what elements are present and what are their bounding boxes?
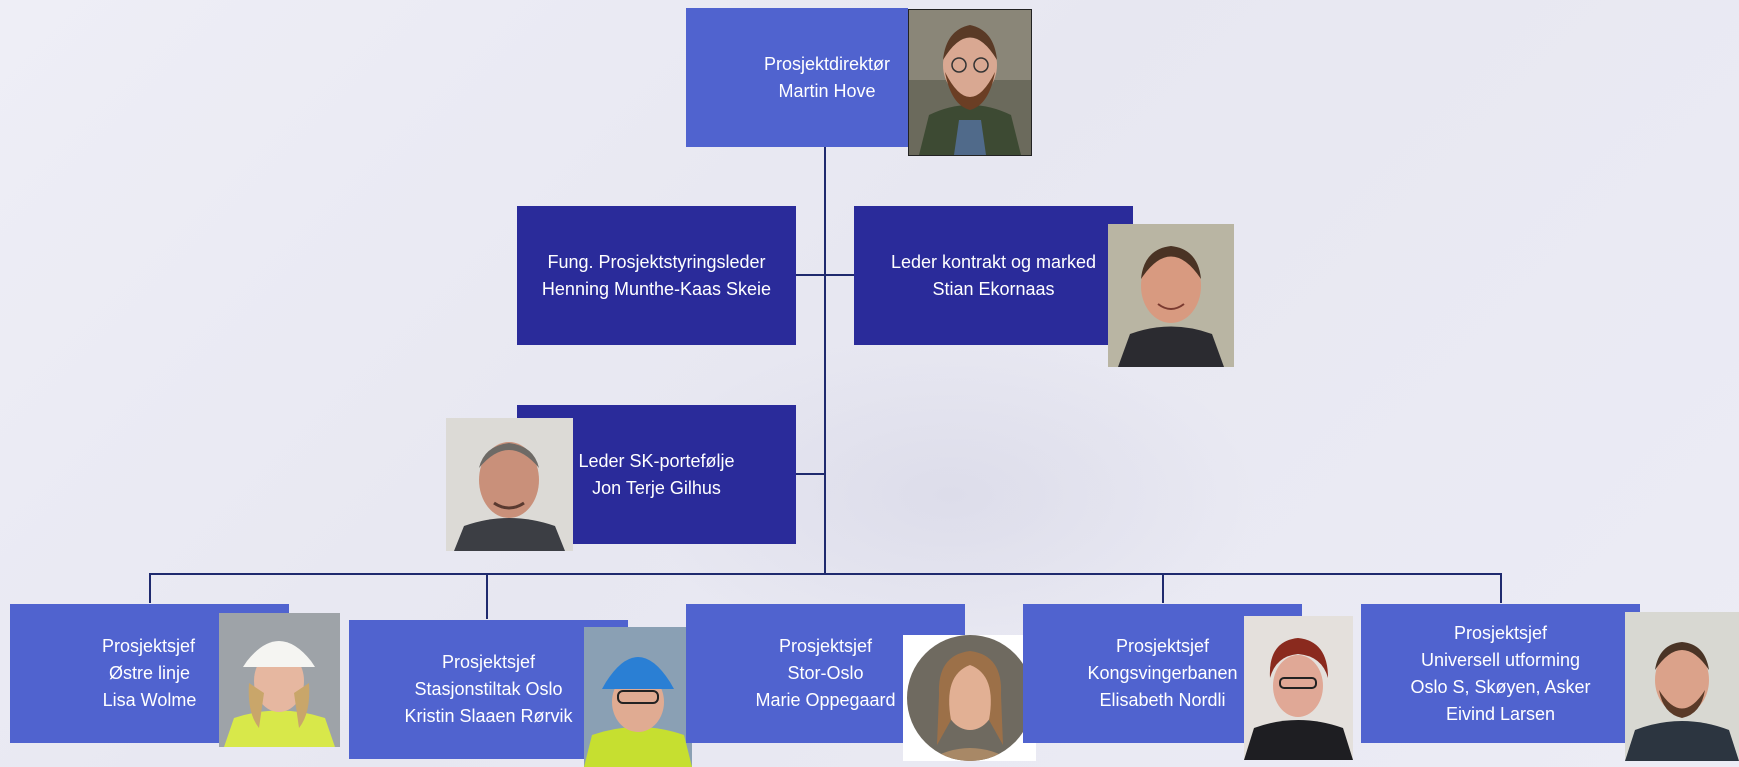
lead-name: Eivind Larsen [1445, 703, 1556, 724]
lead-ostre-linje-photo [219, 613, 340, 747]
staff-name: Jon Terje Gilhus [592, 477, 721, 498]
staff-contract-photo [1108, 224, 1234, 367]
lead-stor-oslo-photo [907, 635, 1033, 761]
lead-box-universell-utforming: Prosjektsjef Universell utforming Oslo S… [1361, 604, 1640, 743]
lead-project: Stasjonstiltak Oslo [414, 679, 563, 699]
staff-sk-photo [446, 418, 573, 551]
connector-drop-4 [1162, 573, 1164, 603]
connector-horizontal [149, 573, 1502, 575]
staff-box-project-control: Fung. Prosjektstyringsleder Henning Munt… [517, 206, 796, 345]
lead-project-locations: Oslo S, Skøyen, Asker [1410, 676, 1591, 697]
lead-title: Prosjektsjef [101, 636, 196, 656]
connector-sk [796, 473, 826, 475]
lead-title: Prosjektsjef [778, 636, 873, 656]
lead-stasjonstiltak-photo [584, 627, 692, 767]
staff-title: Leder SK-portefølje [578, 450, 735, 471]
staff-title: Fung. Prosjektstyringsleder [547, 251, 766, 272]
director-title: Prosjektdirektør [763, 53, 891, 74]
director-box: Prosjektdirektør Martin Hove [686, 8, 908, 147]
staff-name: Stian Ekornaas [932, 278, 1055, 299]
lead-title: Prosjektsjef [1453, 622, 1548, 643]
lead-project: Universell utforming [1420, 649, 1581, 670]
connector-drop-2 [486, 573, 488, 619]
staff-name: Henning Munthe-Kaas Skeie [541, 278, 772, 299]
lead-name: Kristin Slaaen Rørvik [404, 706, 573, 726]
lead-title: Prosjektsjef [1115, 636, 1210, 656]
lead-project: Kongsvingerbanen [1087, 663, 1238, 683]
lead-kongsvingerbanen-photo [1244, 616, 1353, 760]
director-photo [908, 9, 1032, 156]
connector-trunk [824, 146, 826, 574]
lead-name: Marie Oppegaard [755, 690, 896, 710]
director-name: Martin Hove [778, 80, 876, 101]
connector-staff-right [824, 274, 854, 276]
lead-project: Stor-Oslo [787, 663, 864, 683]
lead-project: Østre linje [108, 663, 191, 683]
staff-box-contract: Leder kontrakt og marked Stian Ekornaas [854, 206, 1133, 345]
connector-drop-5 [1500, 573, 1502, 603]
staff-title: Leder kontrakt og marked [890, 251, 1097, 272]
lead-name: Elisabeth Nordli [1099, 690, 1226, 710]
lead-box-stasjonstiltak: Prosjektsjef Stasjonstiltak Oslo Kristin… [349, 620, 628, 759]
lead-universell-utforming-photo [1625, 612, 1739, 761]
lead-name: Lisa Wolme [102, 690, 197, 710]
connector-staff-left [796, 274, 826, 276]
connector-drop-1 [149, 573, 151, 603]
lead-title: Prosjektsjef [441, 652, 536, 672]
lead-stor-oslo-photo-frame [903, 635, 1036, 761]
